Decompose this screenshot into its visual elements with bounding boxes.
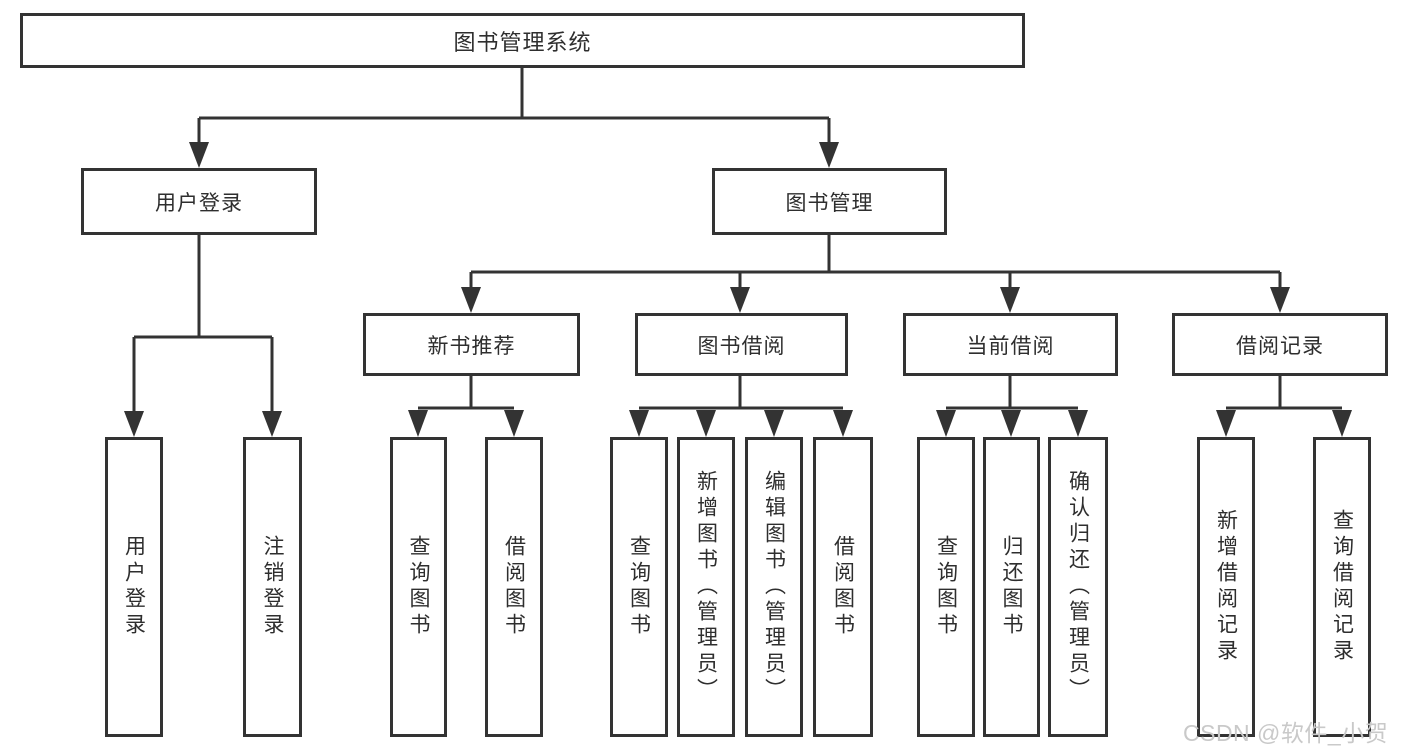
leaf-user-login: 用户登录 (105, 437, 163, 737)
leaf-cb-query-book: 查询图书 (917, 437, 975, 737)
leaf-bb-query-book: 查询图书 (610, 437, 668, 737)
node-book-borrow: 图书借阅 (635, 313, 848, 376)
leaf-br-add-record: 新增借阅记录 (1197, 437, 1255, 737)
leaf-nb-borrow-book: 借阅图书 (485, 437, 543, 737)
node-current-borrow: 当前借阅 (903, 313, 1118, 376)
leaf-cb-return-book: 归还图书 (983, 437, 1040, 737)
leaf-bb-edit-book-admin: 编辑图书（管理员） (745, 437, 803, 737)
node-user-login: 用户登录 (81, 168, 317, 235)
leaf-bb-add-book-admin: 新增图书（管理员） (677, 437, 735, 737)
leaf-logout: 注销登录 (243, 437, 302, 737)
node-root: 图书管理系统 (20, 13, 1025, 68)
csdn-watermark: CSDN @软件_小贺同学 (1183, 720, 1389, 746)
leaf-nb-query-book: 查询图书 (390, 437, 447, 737)
node-borrow-records: 借阅记录 (1172, 313, 1388, 376)
node-book-management: 图书管理 (712, 168, 947, 235)
leaf-br-query-record: 查询借阅记录 (1313, 437, 1371, 737)
leaf-bb-borrow-book: 借阅图书 (813, 437, 873, 737)
node-new-book-recommend: 新书推荐 (363, 313, 580, 376)
leaf-cb-confirm-return-admin: 确认归还（管理员） (1048, 437, 1108, 737)
